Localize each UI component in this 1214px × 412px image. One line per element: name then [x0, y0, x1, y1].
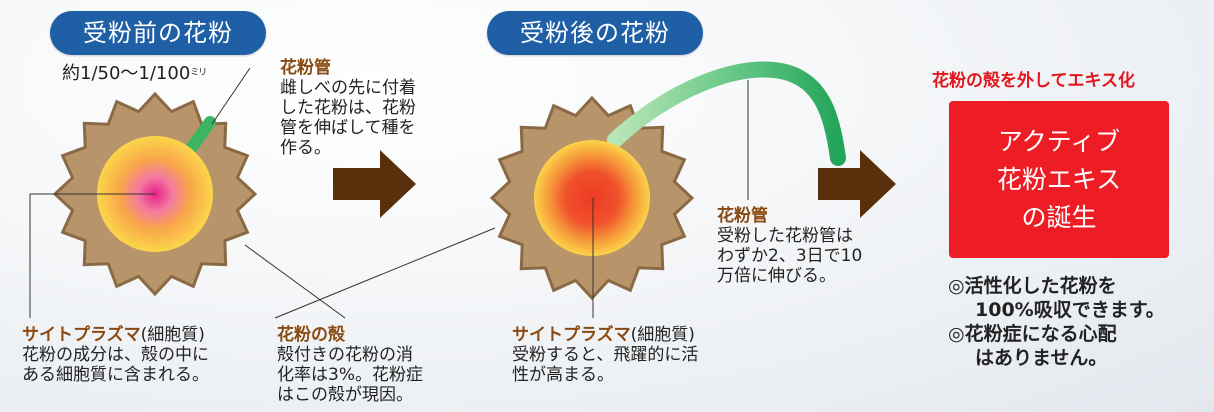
extract-box-line: アクティブ	[997, 127, 1121, 156]
cyto1-line: ある細胞質に含まれる。	[22, 365, 209, 385]
tube1-annotation: 花粉管 雌しべの先に付着 した花粉は、花粉 管を伸ばして種を 作る。	[280, 58, 416, 158]
tube2-annotation: 花粉管 受粉した花粉管は わずか2、3日で10 万倍に伸びる。	[717, 206, 862, 286]
tube1-title: 花粉管	[280, 58, 331, 78]
cyto2-annotation: サイトプラズマ(細胞質) 受粉すると、飛躍的に活 性が高まる。	[512, 325, 698, 385]
shell-line: 化率は3%。花粉症	[277, 365, 423, 385]
size-note-unit: ミリ	[190, 68, 207, 78]
arrow-right-1	[333, 150, 416, 218]
leader-tube1	[211, 67, 251, 125]
cyto2-line: 受粉すると、飛躍的に活	[512, 345, 699, 365]
tube1-line: 管を伸ばして種を	[280, 118, 416, 138]
shell-line: はこの殻が現因。	[277, 385, 413, 405]
shell-line: 殻付きの花粉の消	[277, 345, 413, 365]
cytoplasm-after	[534, 140, 650, 256]
arrow-right-2	[818, 150, 896, 218]
pollen-tube-long	[607, 61, 846, 166]
pill-after-pollination: 受粉後の花粉	[487, 11, 703, 55]
tube2-title: 花粉管	[717, 206, 768, 226]
tube1-line: 雌しべの先に付着	[280, 78, 416, 98]
cyto1-annotation: サイトプラズマ(細胞質) 花粉の成分は、殻の中に ある細胞質に含まれる。	[22, 325, 209, 385]
benefit-line: はありません。	[975, 347, 1108, 369]
cyto2-title: サイトプラズマ	[512, 325, 631, 345]
pill-before-pollination: 受粉前の花粉	[50, 11, 266, 55]
size-note: 約1/50〜1/100ミリ	[62, 63, 207, 84]
cyto2-line: 性が高まる。	[512, 365, 614, 385]
leader-shell-b	[274, 227, 496, 319]
extract-box: アクティブ 花粉エキス の誕生	[949, 101, 1169, 258]
cyto1-line: 花粉の成分は、殻の中に	[22, 345, 209, 365]
tube1-line: 作る。	[280, 138, 331, 158]
leader-shell-a	[244, 244, 346, 319]
extract-box-line: の誕生	[1021, 203, 1097, 232]
benefit-line: ◎花粉症になる心配	[948, 323, 1117, 345]
pollen-tube-short	[184, 116, 216, 156]
extract-box-line: 花粉エキス	[996, 165, 1122, 194]
tube2-line: 万倍に伸びる。	[717, 266, 836, 286]
benefit-line: ◎活性化した花粉を	[948, 275, 1117, 297]
shell-title: 花粉の殻	[277, 325, 345, 345]
cyto2-title-suffix: (細胞質)	[630, 325, 695, 345]
benefit-line: 100%吸収できます。	[975, 299, 1165, 321]
size-note-value: 約1/50〜1/100	[62, 63, 191, 84]
extract-heading: 花粉の殻を外してエキス化	[932, 71, 1135, 91]
shell-annotation: 花粉の殻 殻付きの花粉の消 化率は3%。花粉症 はこの殻が現因。	[277, 325, 423, 405]
cyto1-title: サイトプラズマ	[22, 325, 141, 345]
tube2-line: 受粉した花粉管は	[717, 226, 853, 246]
cyto1-title-suffix: (細胞質)	[140, 325, 205, 345]
tube1-line: した花粉は、花粉	[280, 98, 416, 118]
tube2-line: わずか2、3日で10	[717, 246, 863, 266]
